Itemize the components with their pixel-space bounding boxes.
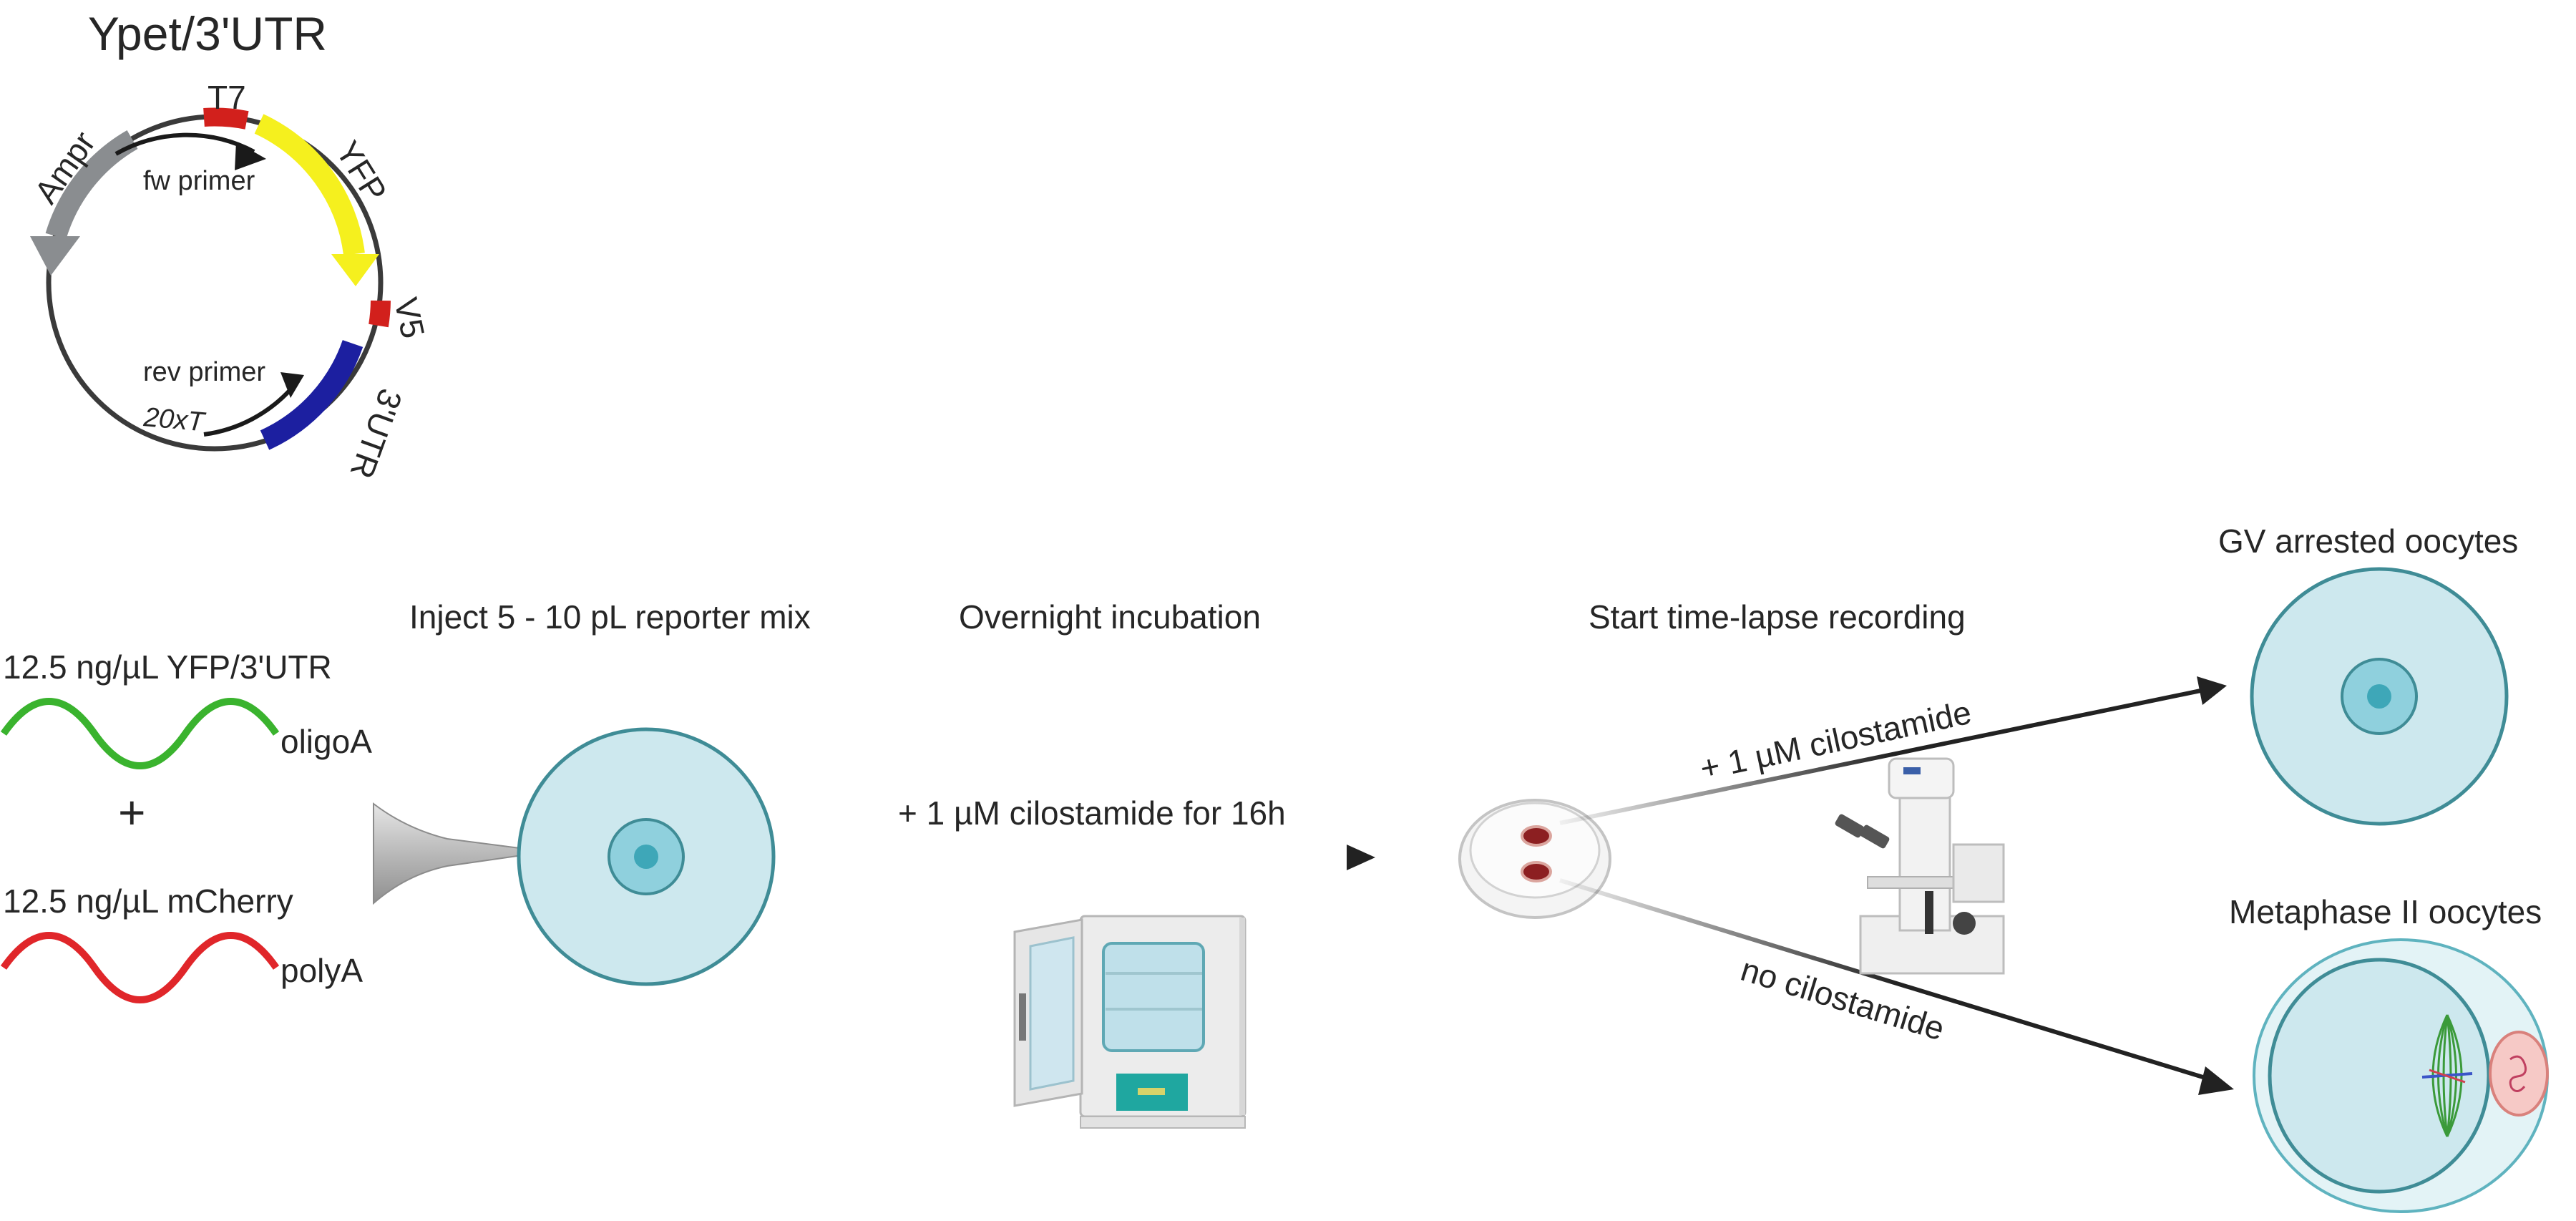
mii-outcome-title: Metaphase II oocytes bbox=[2229, 893, 2542, 930]
t7-label: T7 bbox=[208, 79, 246, 116]
rev-primer-arrow bbox=[203, 386, 294, 437]
incubator-icon bbox=[1013, 915, 1246, 1129]
polya-label: polyA bbox=[280, 952, 363, 989]
plasmid-map: Ypet/3'UTR Ampr T7 YFP V5 3'UTR fw prime… bbox=[27, 7, 432, 483]
ampr-gene bbox=[45, 130, 138, 240]
polar-body-chromatin-icon bbox=[2509, 1055, 2527, 1092]
reporter-yfp-label: 12.5 ng/µL YFP/3'UTR bbox=[3, 648, 332, 686]
ampr-arrowhead bbox=[30, 236, 80, 276]
gv-nucleolus-icon bbox=[2367, 684, 2391, 709]
mii-oocyte bbox=[2268, 958, 2491, 1194]
oligoa-wave bbox=[0, 698, 280, 769]
incubation-step: Overnight incubation + 1 µM cilostamide … bbox=[894, 598, 1375, 1129]
yfp-arrowhead bbox=[331, 254, 379, 286]
yfp-gene bbox=[254, 114, 365, 256]
outcomes: GV arrested oocytes Metaphase II oocytes bbox=[2218, 522, 2549, 1213]
reporter-mcherry-label: 12.5 ng/µL mCherry bbox=[3, 882, 293, 920]
rev-primer-label: rev primer bbox=[143, 357, 265, 387]
upper-branch-arrow bbox=[1559, 687, 2208, 825]
fw-primer-arrowhead bbox=[235, 142, 266, 170]
lower-branch-arrow bbox=[1559, 878, 2215, 1083]
fw-primer-label: fw primer bbox=[143, 166, 255, 196]
recording-step: Start time-lapse recording + 1 µM cilost… bbox=[1458, 598, 2234, 1095]
injection-step: Inject 5 - 10 pL reporter mix 12.5 ng/µL… bbox=[0, 598, 811, 1003]
polya-wave bbox=[0, 932, 280, 1003]
utr-region bbox=[260, 339, 364, 450]
oligoa-label: oligoA bbox=[280, 723, 372, 760]
t7-promoter bbox=[203, 107, 249, 130]
v5-tag bbox=[369, 300, 391, 328]
incubation-arrowhead bbox=[1347, 845, 1375, 870]
microscope-icon bbox=[1835, 757, 2005, 975]
spindle-icon bbox=[2421, 1014, 2473, 1137]
incubation-treatment-label: + 1 µM cilostamide for 16h bbox=[898, 794, 1286, 832]
injection-needle bbox=[373, 802, 548, 905]
petri-dish-icon bbox=[1458, 799, 1611, 919]
v5-label: V5 bbox=[387, 294, 432, 341]
plus-sign: + bbox=[118, 786, 146, 839]
gv-outcome-title: GV arrested oocytes bbox=[2218, 522, 2518, 560]
incubation-title: Overnight incubation bbox=[959, 598, 1261, 636]
oocyte-nucleolus-icon bbox=[634, 845, 658, 869]
lower-branch-arrowhead bbox=[2198, 1066, 2234, 1095]
rev-primer-arrowhead bbox=[280, 372, 304, 398]
polyt-label: 20xT bbox=[142, 402, 208, 438]
injection-title: Inject 5 - 10 pL reporter mix bbox=[409, 598, 811, 636]
polar-body bbox=[2489, 1031, 2549, 1117]
upper-branch-arrowhead bbox=[2197, 676, 2227, 705]
utr-label: 3'UTR bbox=[343, 384, 410, 484]
plasmid-title: Ypet/3'UTR bbox=[88, 7, 327, 60]
recording-title: Start time-lapse recording bbox=[1589, 598, 1966, 636]
